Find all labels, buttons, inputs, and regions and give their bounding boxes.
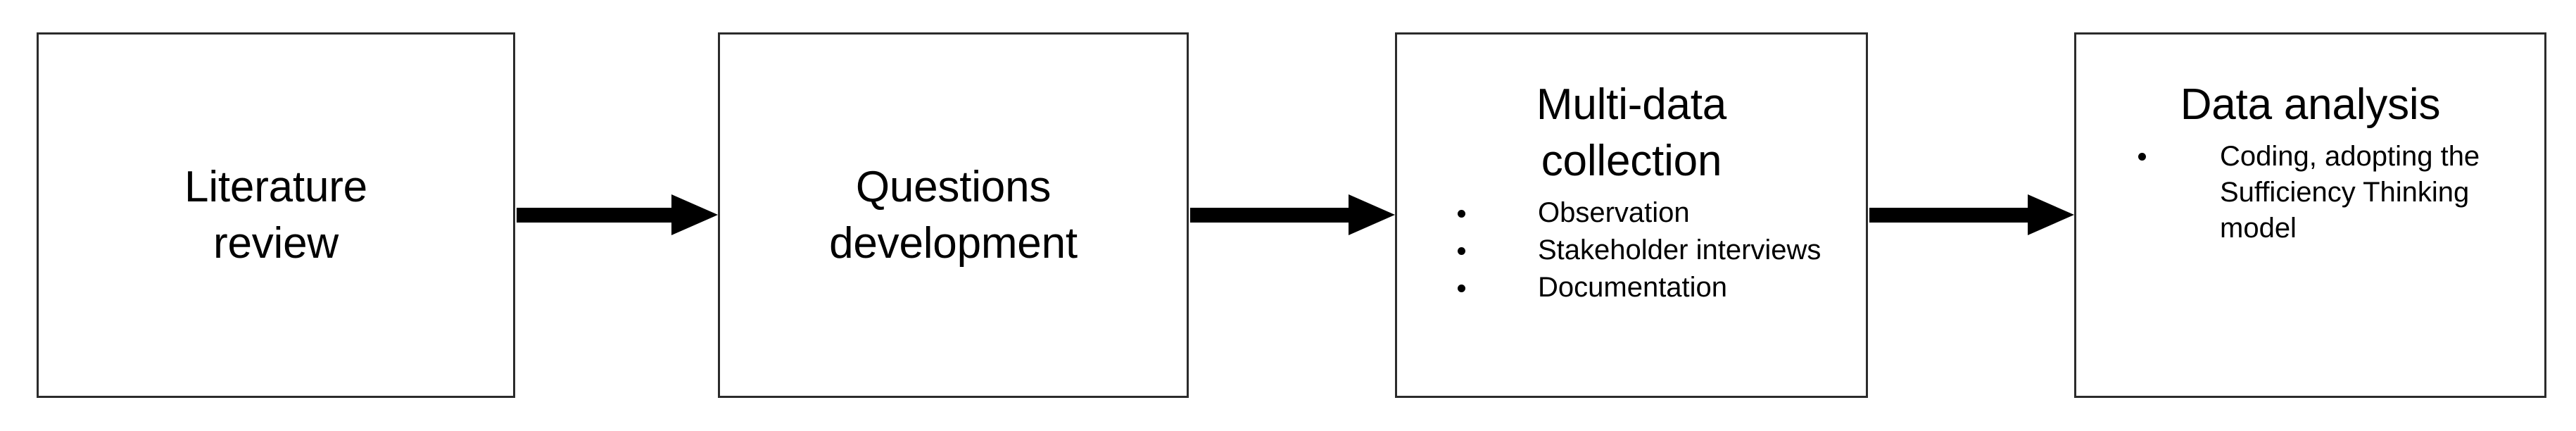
list-item-label: Documentation (1538, 272, 1728, 303)
list-item: Stakeholder interviews (1397, 232, 1866, 268)
bullet-dot-icon (1458, 285, 1465, 292)
process-step-literature-review[interactable]: Literature review (37, 32, 515, 398)
list-item-label: Coding, adopting the Sufficiency Thinkin… (2220, 141, 2480, 244)
process-step-questions-development[interactable]: Questions development (718, 32, 1189, 398)
arrow-right-icon (1869, 194, 2074, 235)
bullet-dot-icon (1458, 210, 1465, 218)
step-title: Multi-data collection (1536, 80, 1727, 185)
step-title: Literature review (184, 162, 367, 268)
arrow-shaft (1190, 208, 1350, 223)
arrow-head (1349, 194, 1395, 235)
arrow-head (671, 194, 718, 235)
process-step-multi-data-collection[interactable]: Multi-data collection Observation Stakeh… (1395, 32, 1868, 398)
step-bullet-list: Observation Stakeholder interviews Docum… (1397, 195, 1866, 307)
arrow-shaft (517, 208, 673, 223)
step-title: Data analysis (2180, 80, 2441, 129)
list-item-label: Stakeholder interviews (1538, 235, 1821, 266)
arrow-shaft (1869, 208, 2029, 223)
step-bullet-list: Coding, adopting the Sufficiency Thinkin… (2076, 139, 2544, 248)
arrow-right-icon (1190, 194, 1395, 235)
arrow-head (2028, 194, 2074, 235)
list-item: Documentation (1397, 270, 1866, 306)
arrow-right-icon (517, 194, 718, 235)
list-item: Observation (1397, 195, 1866, 231)
step-title: Questions development (829, 162, 1078, 268)
bullet-dot-icon (1458, 247, 1465, 255)
process-step-data-analysis[interactable]: Data analysis Coding, adopting the Suffi… (2074, 32, 2546, 398)
list-item-label: Observation (1538, 197, 1690, 228)
bullet-dot-icon (2138, 153, 2146, 161)
list-item: Coding, adopting the Sufficiency Thinkin… (2076, 139, 2544, 246)
